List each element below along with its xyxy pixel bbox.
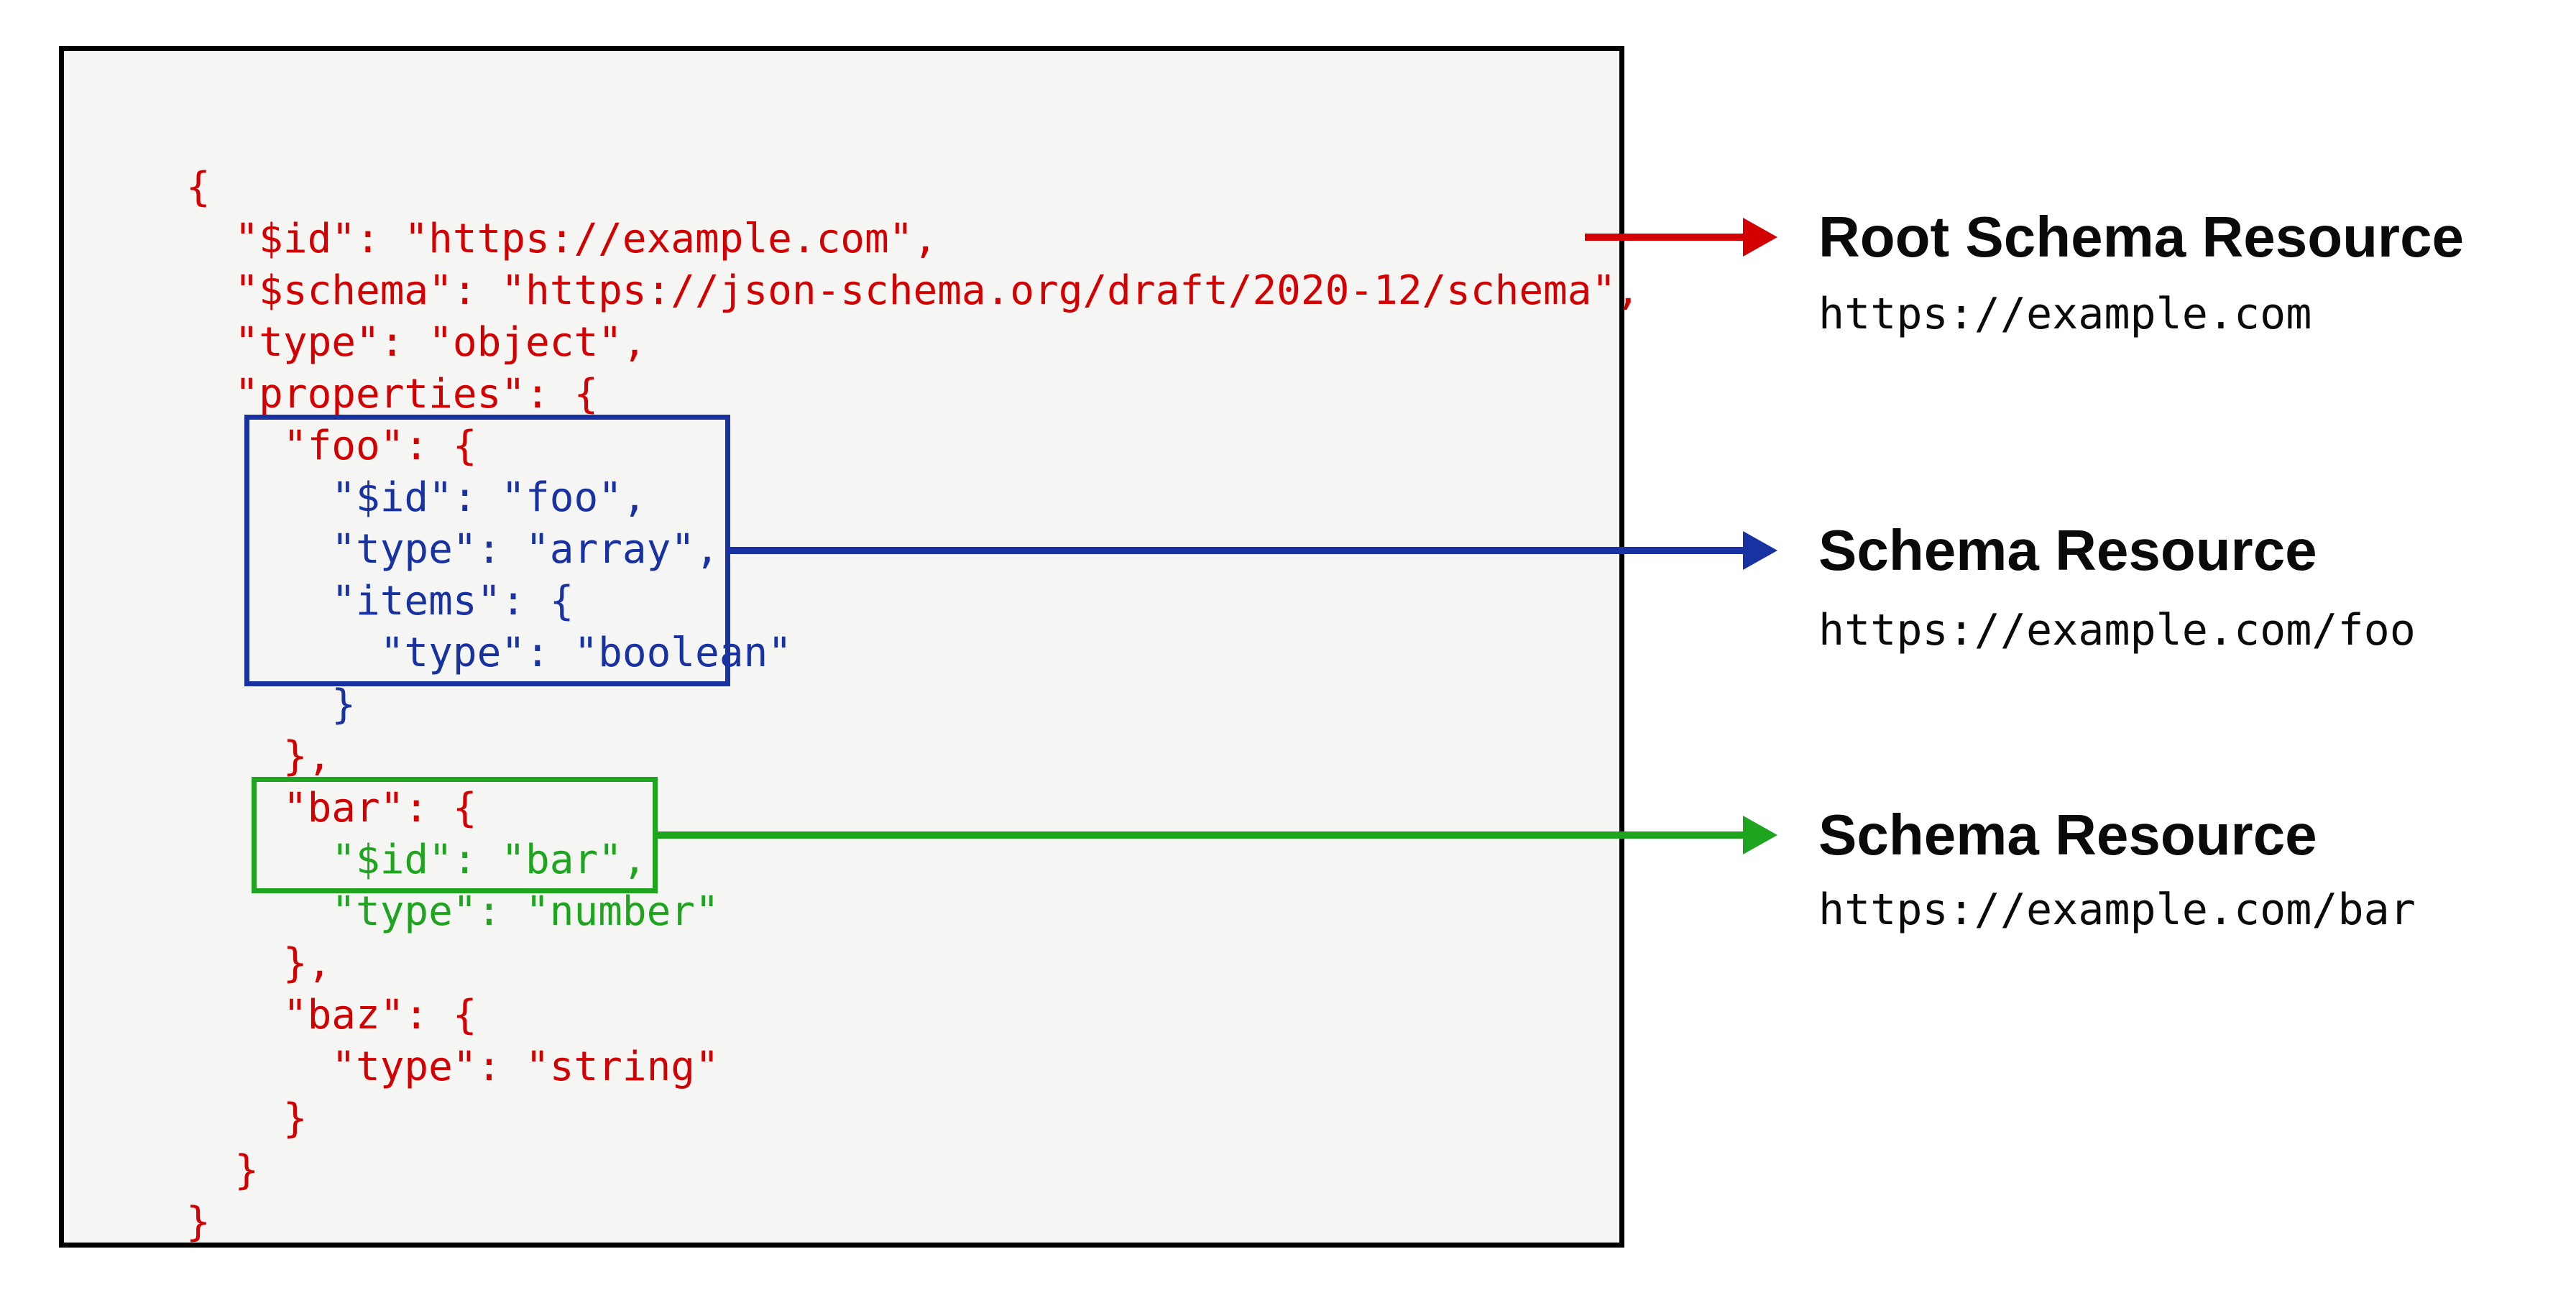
annotation-url-root: https://example.com <box>1818 289 2312 339</box>
arrow-head-icon <box>1743 816 1777 854</box>
annotation-title-bar: Schema Resource <box>1818 803 2317 867</box>
code-line: "$id": "bar", <box>186 837 647 883</box>
code-line: } <box>186 1095 308 1142</box>
code-line: "type": "boolean" <box>186 630 792 676</box>
code-line: "$schema": "https://json-schema.org/draf… <box>186 267 1640 314</box>
annotation-url-foo: https://example.com/foo <box>1818 605 2416 655</box>
arrow-head-icon <box>1743 531 1777 570</box>
bar-schema-arrow <box>658 816 1777 854</box>
code-line: "items": { <box>186 578 574 625</box>
arrow-head-icon <box>1743 218 1777 257</box>
code-line: { <box>186 164 211 211</box>
root-schema-arrow <box>1585 218 1777 257</box>
code-line: "foo": { <box>186 423 477 469</box>
code-line: } <box>186 1199 211 1245</box>
annotation-title-root: Root Schema Resource <box>1818 205 2465 269</box>
code-line: "bar": { <box>186 785 477 831</box>
code-line: }, <box>186 940 332 987</box>
code-line: "properties": { <box>186 371 599 418</box>
annotation-url-bar: https://example.com/bar <box>1818 885 2416 935</box>
code-line: "type": "array", <box>186 526 719 573</box>
code-line: "type": "string" <box>186 1043 719 1090</box>
code-line: "$id": "https://example.com", <box>186 216 938 262</box>
foo-schema-arrow <box>730 531 1777 570</box>
code-line: "baz": { <box>186 992 477 1038</box>
annotation-title-foo: Schema Resource <box>1818 518 2317 582</box>
code-line: "type": "object", <box>186 319 647 366</box>
schema-resource-box-foo <box>244 415 730 686</box>
schema-code-panel: { "$id": "https://example.com", "$schema… <box>59 46 1640 1248</box>
code-line: "type": "number" <box>186 888 719 935</box>
code-line: }, <box>186 733 332 780</box>
code-line: } <box>186 1147 259 1194</box>
schema-resource-box-bar <box>252 777 658 893</box>
code-line: } <box>186 681 356 728</box>
code-line: "$id": "foo", <box>186 474 647 521</box>
json-code-block: { "$id": "https://example.com", "$schema… <box>186 162 1640 1248</box>
